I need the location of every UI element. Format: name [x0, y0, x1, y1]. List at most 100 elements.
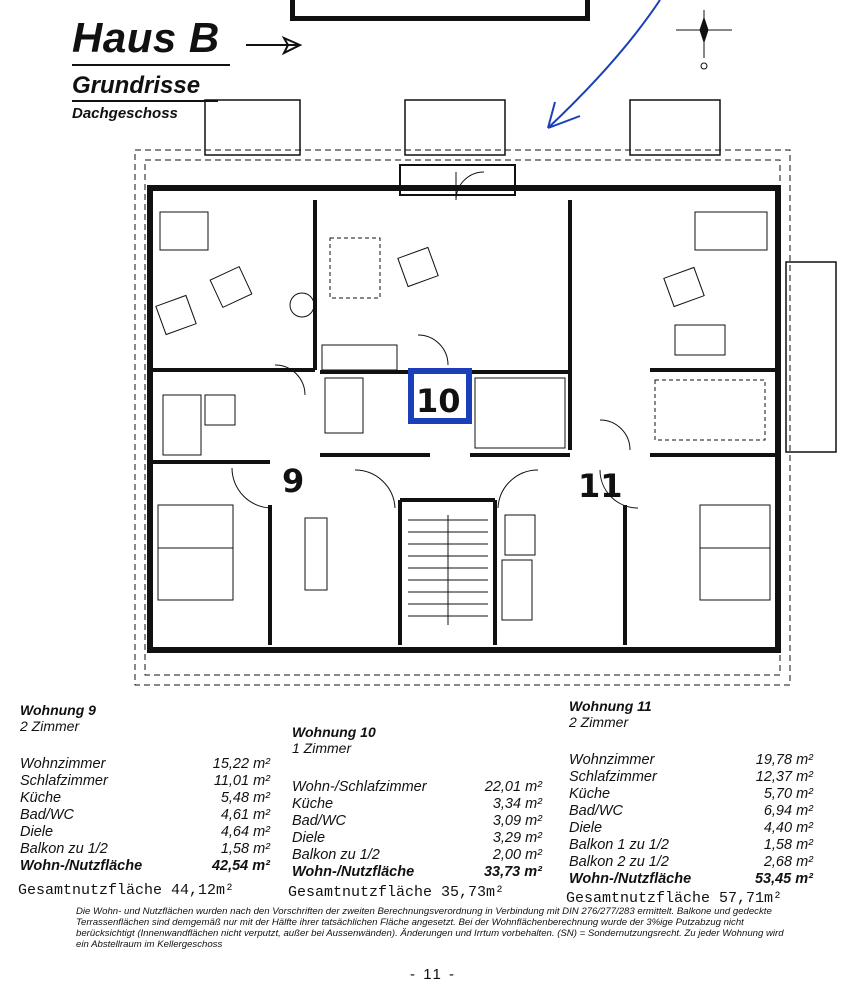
title-underline	[72, 64, 230, 66]
room-name: Diele	[292, 830, 326, 846]
room-name: Küche	[569, 786, 611, 802]
unit-label-9: 9	[282, 462, 304, 500]
room-area: 19,78 m²	[755, 752, 813, 768]
total-label: Wohn-/Nutzfläche	[20, 858, 143, 874]
room-row: Diele 4,40 m²	[569, 820, 813, 837]
apartment-11-header: Wohnung 11 2 Zimmer	[569, 698, 652, 730]
room-area: 15,22 m²	[212, 756, 270, 772]
room-area: 3,34 m²	[492, 796, 542, 812]
total-area: 33,73 m²	[483, 864, 542, 880]
unit-10-highlight	[408, 368, 472, 424]
total-row: Wohn-/Nutzfläche 53,45 m²	[569, 871, 813, 888]
apartment-title: Wohnung 10	[292, 724, 376, 740]
roof-eaves	[134, 149, 791, 686]
unit-label-10: 10	[416, 382, 461, 420]
room-area: 5,48 m²	[220, 790, 270, 806]
apartment-rooms-count: 2 Zimmer	[569, 714, 629, 730]
apartment-rooms-count: 2 Zimmer	[20, 718, 80, 734]
total-label: Wohn-/Nutzfläche	[292, 864, 415, 880]
room-name: Schlafzimmer	[569, 769, 657, 785]
apartment-10-header: Wohnung 10 1 Zimmer	[292, 724, 376, 756]
floor-title: Dachgeschoss	[72, 105, 178, 122]
dormers	[204, 99, 721, 156]
subtitle-underline	[72, 100, 218, 102]
room-area: 1,58 m²	[220, 841, 270, 857]
room-area: 4,61 m²	[220, 807, 270, 823]
room-area: 3,09 m²	[492, 813, 542, 829]
room-name: Bad/WC	[20, 807, 74, 823]
room-name: Balkon 2 zu 1/2	[569, 854, 669, 870]
room-area: 4,64 m²	[220, 824, 270, 840]
room-name: Bad/WC	[292, 813, 346, 829]
total-label: Wohn-/Nutzfläche	[569, 871, 692, 887]
room-name: Diele	[20, 824, 54, 840]
apartment-rooms-count: 1 Zimmer	[292, 740, 352, 756]
total-area: 42,54 m²	[211, 858, 270, 874]
room-row: Balkon zu 1/2 2,00 m²	[292, 847, 542, 864]
furniture	[155, 211, 771, 621]
apartment-9-header: Wohnung 9 2 Zimmer	[20, 702, 96, 734]
apartment-title: Wohnung 9	[20, 702, 96, 718]
handdrawn-arrow-icon	[246, 35, 303, 56]
room-name: Wohnzimmer	[20, 756, 106, 772]
room-row: Schlafzimmer 12,37 m²	[569, 769, 813, 786]
room-row: Bad/WC 3,09 m²	[292, 813, 542, 830]
room-area: 5,70 m²	[763, 786, 813, 802]
room-row: Bad/WC 4,61 m²	[20, 807, 270, 824]
apartment-11-gesamt: Gesamtnutzfläche 57,71m²	[566, 890, 783, 907]
room-row: Küche 5,70 m²	[569, 786, 813, 803]
plans-title: Grundrisse	[72, 72, 201, 99]
outer-walls	[147, 164, 837, 653]
room-name: Wohn-/Schlafzimmer	[292, 779, 427, 795]
interior-walls	[150, 200, 778, 645]
room-row: Bad/WC 6,94 m²	[569, 803, 813, 820]
compass-icon	[676, 10, 732, 70]
room-name: Balkon zu 1/2	[292, 847, 380, 863]
room-row: Balkon 2 zu 1/2 2,68 m²	[569, 854, 813, 871]
room-area: 2,00 m²	[492, 847, 542, 863]
house-title: Haus B	[72, 14, 220, 61]
floor-plan-drawing: 9 10 11	[134, 0, 837, 686]
room-row: Balkon 1 zu 1/2 1,58 m²	[569, 837, 813, 854]
total-row: Wohn-/Nutzfläche 33,73 m²	[292, 864, 542, 881]
room-row: Küche 5,48 m²	[20, 790, 270, 807]
room-area: 2,68 m²	[763, 854, 813, 870]
room-row: Diele 3,29 m²	[292, 830, 542, 847]
pen-annotation-arrow	[547, 0, 661, 129]
room-area: 4,40 m²	[763, 820, 813, 836]
room-name: Wohnzimmer	[569, 752, 655, 768]
total-area: 53,45 m²	[754, 871, 813, 887]
header-frame	[290, 0, 590, 21]
page-number: - 11 -	[410, 966, 456, 983]
room-name: Küche	[20, 790, 62, 806]
total-row: Wohn-/Nutzfläche 42,54 m²	[20, 858, 270, 875]
room-area: 6,94 m²	[763, 803, 813, 819]
room-name: Schlafzimmer	[20, 773, 108, 789]
room-name: Küche	[292, 796, 334, 812]
room-row: Wohnzimmer 19,78 m²	[569, 752, 813, 769]
room-name: Bad/WC	[569, 803, 623, 819]
apartment-title: Wohnung 11	[569, 698, 652, 714]
unit-label-11: 11	[578, 467, 623, 505]
room-row: Wohn-/Schlafzimmer 22,01 m²	[292, 779, 542, 796]
room-area: 22,01 m²	[484, 779, 542, 795]
room-area: 3,29 m²	[492, 830, 542, 846]
staircase	[408, 515, 488, 625]
room-name: Balkon 1 zu 1/2	[569, 837, 669, 853]
room-area: 12,37 m²	[755, 769, 813, 785]
apartment-10-gesamt: Gesamtnutzfläche 35,73m²	[288, 884, 505, 901]
room-row: Küche 3,34 m²	[292, 796, 542, 813]
room-area: 1,58 m²	[763, 837, 813, 853]
door-swings	[231, 171, 639, 509]
room-name: Balkon zu 1/2	[20, 841, 108, 857]
room-row: Balkon zu 1/2 1,58 m²	[20, 841, 270, 858]
room-row: Wohnzimmer 15,22 m²	[20, 756, 270, 773]
apartment-9-gesamt: Gesamtnutzfläche 44,12m²	[18, 882, 235, 899]
room-name: Diele	[569, 820, 603, 836]
footnote: Die Wohn- und Nutzflächen wurden nach de…	[76, 906, 784, 950]
room-row: Diele 4,64 m²	[20, 824, 270, 841]
